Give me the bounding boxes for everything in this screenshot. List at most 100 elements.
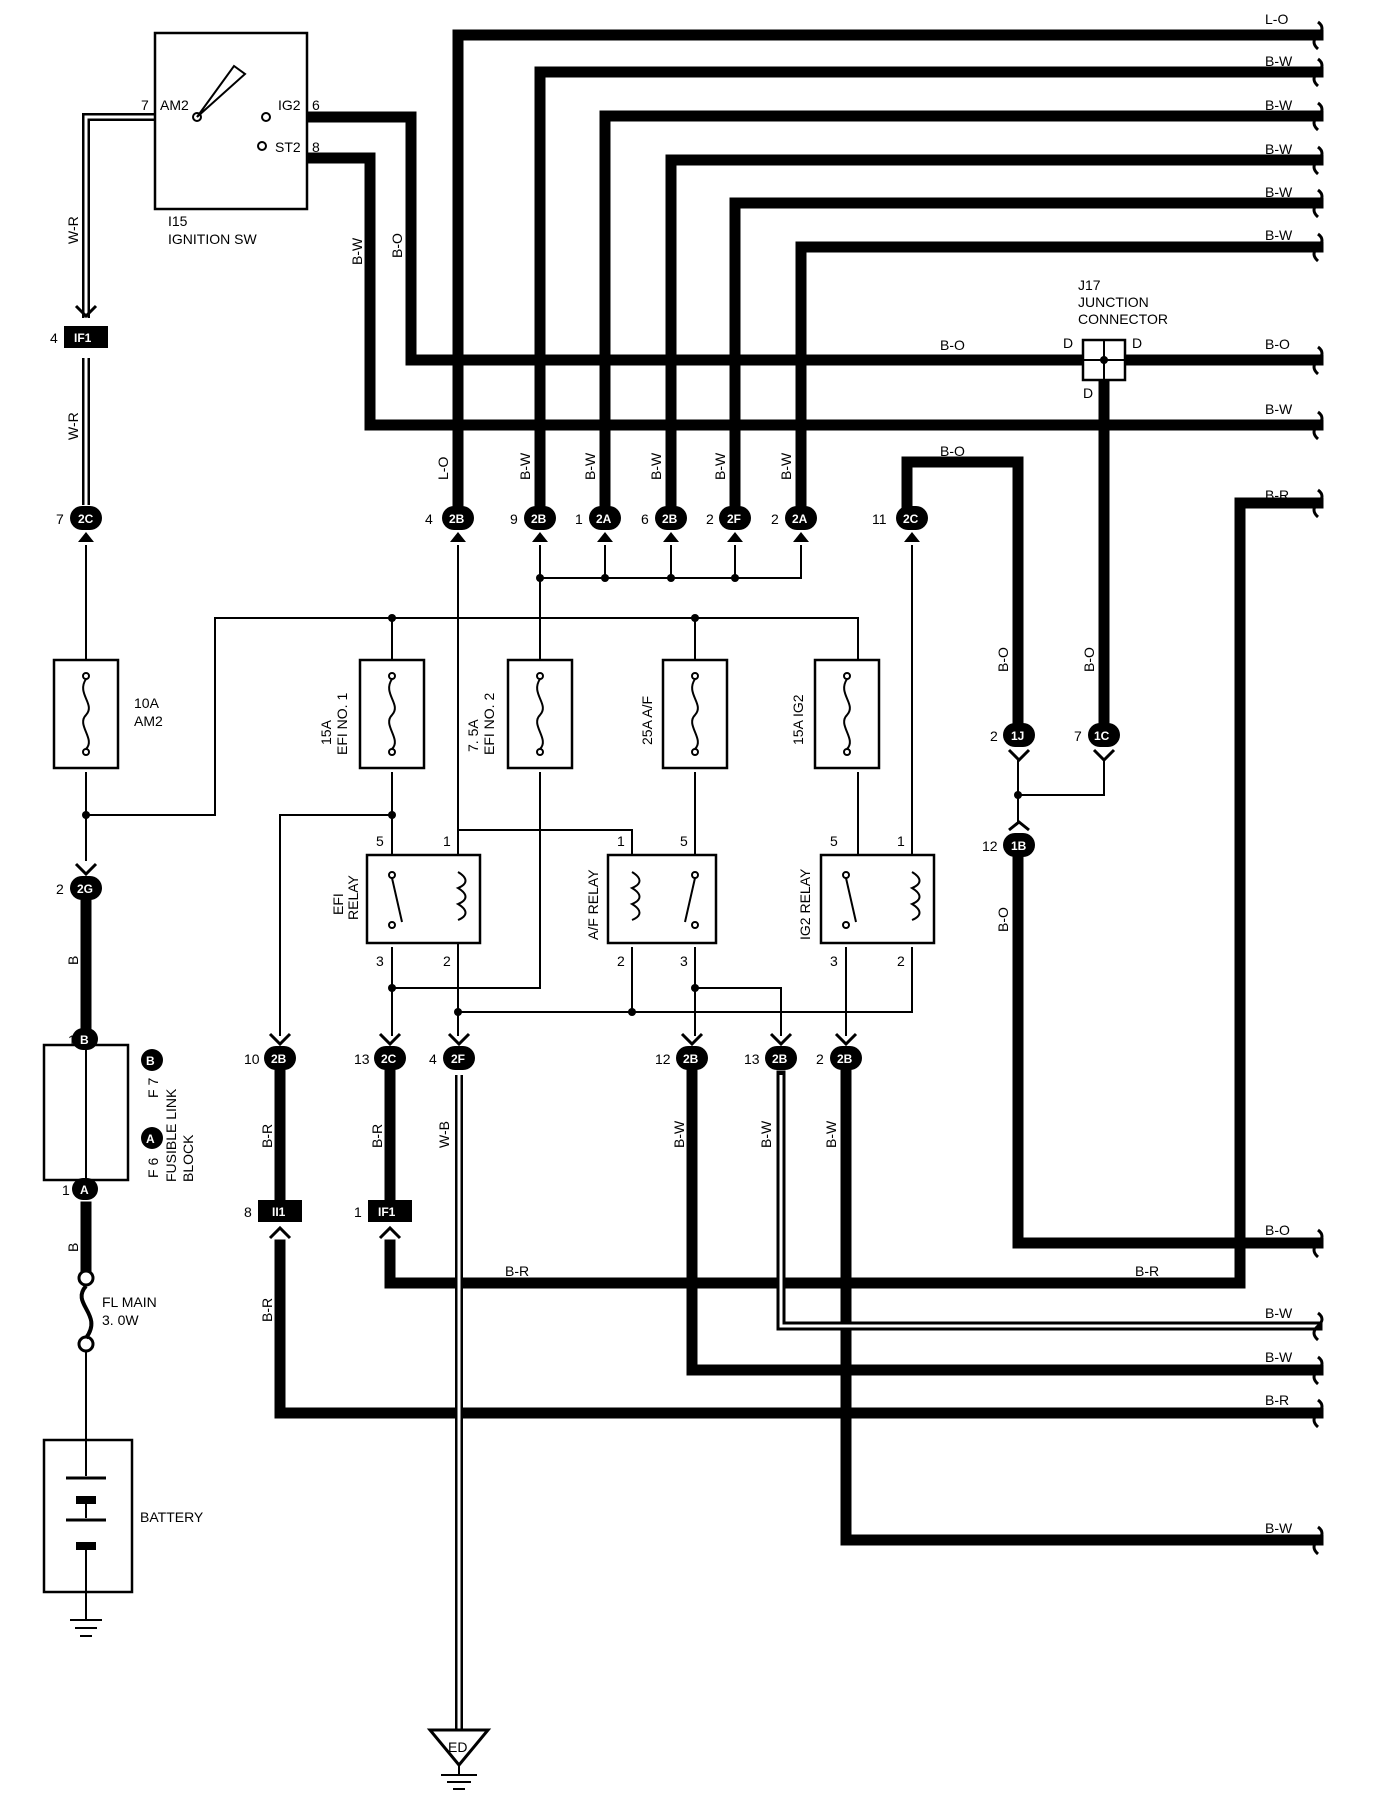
svg-text:EFI NO. 2: EFI NO. 2: [481, 693, 497, 755]
label-bw-v4: B-W: [712, 452, 728, 480]
svg-text:13: 13: [354, 1051, 370, 1067]
wire-bw-2b2: [840, 1069, 1324, 1546]
ground-ed: ED: [426, 1728, 492, 1790]
label-bw-v1: B-W: [517, 452, 533, 480]
fuses: 10A AM2 15A EFI NO. 1 7. 5A EFI NO. 2 25…: [52, 658, 881, 770]
svg-text:3: 3: [680, 953, 688, 969]
label-bo-2c11: B-O: [940, 443, 965, 459]
ign-pin-st2: 8: [312, 139, 320, 155]
wire-wr-double: [82, 113, 158, 505]
label-br-horiz-2: B-R: [1135, 1263, 1159, 1279]
connector-2b-4: 2B 4: [425, 506, 474, 542]
wire-lo-top: [452, 29, 1324, 511]
fuse-efi2: 7. 5A EFI NO. 2: [465, 658, 574, 770]
right-label-5: B-W: [1265, 184, 1293, 200]
label-bw-2b13: B-W: [758, 1120, 774, 1148]
svg-text:1: 1: [68, 1032, 76, 1048]
svg-text:5: 5: [376, 833, 384, 849]
svg-text:12: 12: [655, 1051, 671, 1067]
label-b-1: B: [65, 956, 81, 965]
svg-text:2F: 2F: [727, 512, 741, 526]
junction-dots: [82, 574, 1022, 1016]
svg-text:3: 3: [376, 953, 384, 969]
label-br-horiz-1: B-R: [505, 1263, 529, 1279]
svg-text:2C: 2C: [381, 1052, 397, 1066]
svg-text:2A: 2A: [792, 512, 808, 526]
svg-text:2: 2: [990, 728, 998, 744]
connector-2b-12: 2B 12: [655, 1032, 708, 1070]
wire-bw-4: [729, 197, 1324, 511]
svg-text:A: A: [80, 1183, 89, 1197]
connector-1c: 1C 7: [1074, 723, 1120, 763]
ign-pin-am2: 7: [141, 97, 149, 113]
connector-2c-11: 2C 11: [872, 506, 928, 542]
wire-2c11-1j: [901, 456, 1024, 739]
fl-main-fuse: FL MAIN 3. 0W: [77, 1269, 157, 1353]
ign-label-ig2: IG2: [278, 97, 301, 113]
svg-text:II1: II1: [272, 1205, 286, 1219]
j17-pin-left: D: [1063, 335, 1073, 351]
label-br-2c13: B-R: [369, 1124, 385, 1148]
right-label-8: B-W: [1265, 401, 1293, 417]
battery-label: BATTERY: [140, 1509, 204, 1525]
svg-text:1B: 1B: [1011, 839, 1027, 853]
svg-text:1: 1: [354, 1204, 362, 1220]
svg-text:2: 2: [443, 953, 451, 969]
right-label-1: L-O: [1265, 11, 1288, 27]
j17-junction-connector: J17 JUNCTION CONNECTOR D D D: [1063, 277, 1168, 401]
label-wb: W-B: [436, 1121, 452, 1148]
svg-text:4: 4: [425, 511, 433, 527]
label-bo-1j: B-O: [995, 647, 1011, 672]
svg-text:RELAY: RELAY: [345, 874, 361, 920]
svg-text:9: 9: [510, 511, 518, 527]
svg-text:F 6: F 6: [145, 1158, 161, 1178]
svg-text:1: 1: [617, 833, 625, 849]
svg-text:2B: 2B: [449, 512, 465, 526]
svg-text:FL MAIN: FL MAIN: [102, 1294, 157, 1310]
label-bw-2b12: B-W: [671, 1120, 687, 1148]
svg-text:13: 13: [744, 1051, 760, 1067]
svg-text:25A A/F: 25A A/F: [639, 696, 655, 745]
svg-text:FUSIBLE LINK: FUSIBLE LINK: [163, 1088, 179, 1182]
svg-text:EFI: EFI: [330, 893, 346, 915]
ign-label-st2: ST2: [275, 139, 301, 155]
svg-text:8: 8: [244, 1204, 252, 1220]
battery: BATTERY: [42, 1438, 204, 1637]
svg-text:A: A: [146, 1132, 155, 1146]
svg-text:2B: 2B: [531, 512, 547, 526]
svg-text:15A: 15A: [318, 719, 334, 745]
connector-1j: 1J 2: [990, 723, 1035, 763]
svg-text:3: 3: [830, 953, 838, 969]
svg-text:5: 5: [830, 833, 838, 849]
svg-text:4: 4: [429, 1051, 437, 1067]
inline-connectors: IF1 4 II1 8 IF1 1: [50, 304, 412, 1240]
svg-text:4: 4: [50, 330, 58, 346]
svg-text:IG2 RELAY: IG2 RELAY: [797, 868, 813, 940]
fuse-am2: 10A AM2: [52, 658, 163, 770]
j17-pin-bottom: D: [1083, 385, 1093, 401]
label-bw-2b2: B-W: [823, 1120, 839, 1148]
svg-text:BLOCK: BLOCK: [180, 1134, 196, 1182]
right-label-2: B-W: [1265, 53, 1293, 69]
wire-bo-return: [1012, 839, 1324, 1249]
flb-pin-a: A 1: [62, 1178, 98, 1200]
right-label-13: B-R: [1265, 1392, 1289, 1408]
svg-text:2: 2: [897, 953, 905, 969]
svg-text:2G: 2G: [77, 882, 93, 896]
wire-bw-2b12: [686, 1069, 1324, 1376]
right-label-4: B-W: [1265, 141, 1293, 157]
connector-2c-13: 2C 13: [354, 1032, 406, 1070]
svg-text:2B: 2B: [271, 1052, 287, 1066]
svg-text:1C: 1C: [1094, 729, 1110, 743]
label-b-2: B: [65, 1243, 81, 1252]
ign-label-am2: AM2: [160, 97, 189, 113]
svg-text:2F: 2F: [451, 1052, 465, 1066]
svg-text:2C: 2C: [78, 512, 94, 526]
label-br-ii1: B-R: [259, 1298, 275, 1322]
svg-text:A/F RELAY: A/F RELAY: [585, 869, 601, 940]
right-label-6: B-W: [1265, 227, 1293, 243]
horizontal-wire-labels: B-O B-O B-R B-R: [505, 337, 1159, 1279]
wire-terminations: [1312, 20, 1324, 1556]
svg-text:2B: 2B: [683, 1052, 699, 1066]
